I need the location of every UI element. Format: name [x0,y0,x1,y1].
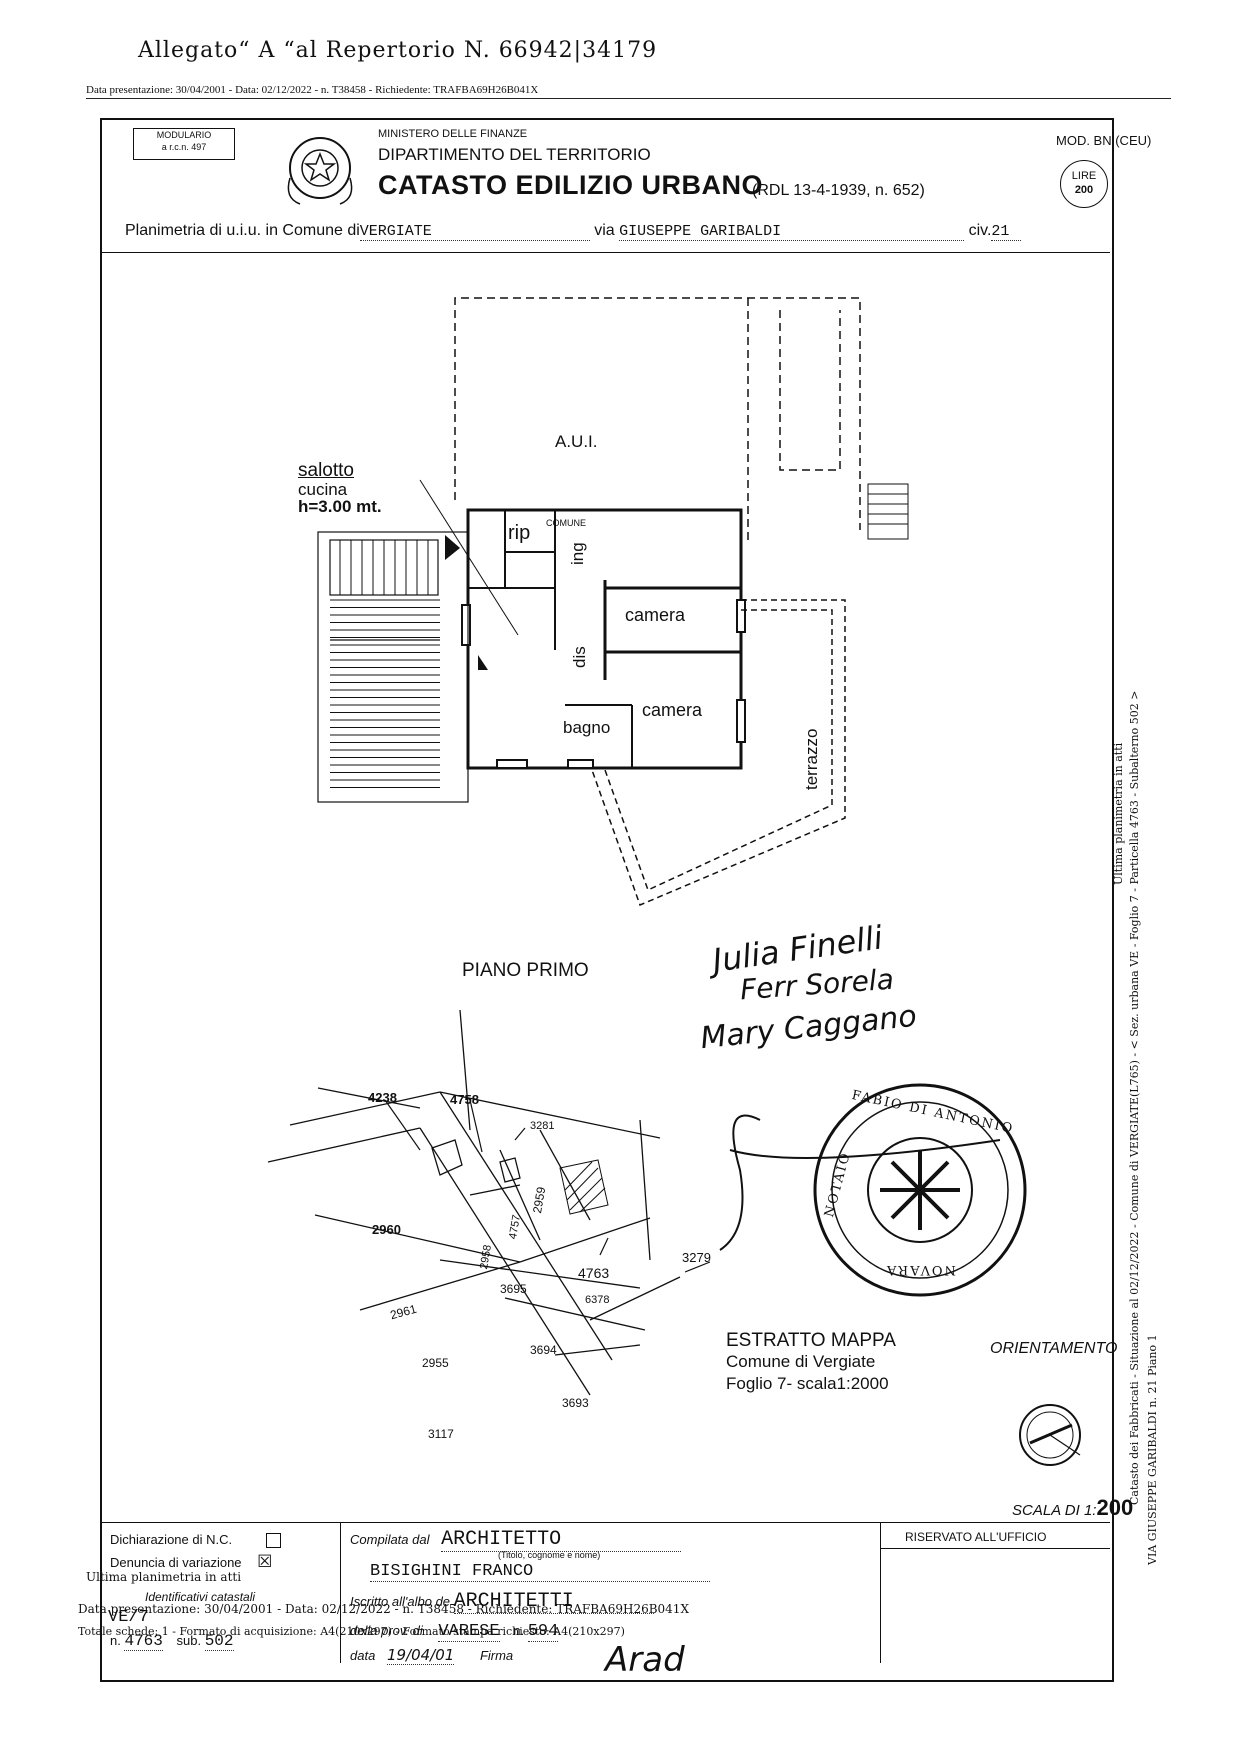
comune-room-label: COMUNE [546,518,586,528]
form-frame [100,118,1114,1682]
ing-label: ing [568,542,587,565]
civ-label: civ. [968,222,992,239]
lire-value: 200 [1074,184,1094,196]
footer-mid-box [340,1522,881,1663]
dichiarazione-label: Dichiarazione di N.C. [110,1532,233,1547]
orientation-label: ORIENTAMENTO [990,1340,1118,1357]
dis-label: dis [570,646,589,668]
civ-value: 21 [991,223,1022,241]
rip-label: rip [508,522,531,544]
denuncia-label: Denuncia di variazione [110,1555,242,1570]
scale-value: 200 [1096,1495,1134,1520]
drawing-frame [100,252,1110,1523]
ultima-label: Ultima planimetria in atti [86,1570,242,1584]
iscritto-value: ARCHITETTI [453,1590,654,1614]
modulario-label: MODULARIO [156,130,212,140]
footer-left-box [100,1522,341,1663]
form-title: CATASTO EDILIZIO URBANO [378,170,763,200]
floor-label: PIANO PRIMO [462,960,589,981]
law-reference: (RDL 13-4-1939, n. 652) [752,182,925,199]
lire-stamp: LIRE 200 [1060,160,1108,208]
riservato-rule [880,1548,1110,1549]
formato-line: Totale schede: 1 - Formato di acquisizio… [78,1625,625,1638]
side-text-2: VIA GIUSEPPE GARIBALDI n. 21 Piano 1 [1146,1334,1159,1565]
parcel-4763: 4763 [578,1265,610,1281]
parcel-3693: 3693 [562,1396,589,1410]
allegato-header: Allegato“ A “al Repertorio N. 66942|3417… [138,38,658,63]
sheet-code: VE/7 [108,1608,149,1627]
ministry-label: MINISTERO DELLE FINANZE [378,128,528,140]
presentation-line: Data presentazione: 30/04/2001 - Data: 0… [86,84,539,96]
compilata-label: Compilata dal [350,1532,430,1547]
parcel-3117: 3117 [428,1427,454,1441]
sub-value: 502 [204,1632,234,1651]
parcel-3694: 3694 [530,1343,557,1357]
map-comune: Comune di Vergiate [726,1352,876,1371]
planimetry-line: Planimetria di u.i.u. in Comune diVERGIA… [125,222,1022,241]
data-value: 19/04/01 [386,1646,455,1665]
map-foglio: Foglio 7- scala1:2000 [726,1374,889,1393]
stamp-text-bottom: NOVARA [885,1262,956,1277]
compilata-row: Compilata dal ARCHITETTO [350,1528,682,1552]
parcel-2955: 2955 [422,1356,449,1370]
comune-value: VERGIATE [359,223,590,241]
denuncia-row: Denuncia di variazione ☒ [110,1552,272,1572]
lire-label: LIRE [1071,170,1097,182]
titolo-hint: (Titolo, cognome e nome) [498,1550,601,1560]
sub-label: sub. [176,1633,202,1648]
terrazzo-label: terrazzo [802,728,821,790]
via-value: GIUSEPPE GARIBALDI [619,223,965,241]
camera-label-1: camera [625,605,686,625]
n-label: n. [110,1633,121,1648]
signature-4: Arad [605,1640,685,1680]
side-text-3: Ultima planimetria in atti [1112,742,1125,885]
num-value: 594 [527,1622,559,1642]
parcel-3279: 3279 [682,1250,711,1265]
department-label: DIPARTIMENTO DEL TERRITORIO [378,145,651,164]
map-title: ESTRATTO MAPPA [726,1330,896,1351]
cucina-label: cucina [298,480,348,499]
top-rule [86,98,1171,99]
variation-checkbox[interactable]: ☒ [257,1552,273,1571]
prov-row: della prov. di VARESE n. 594 [350,1622,559,1642]
identificativi-label: Identificativi catastali [145,1590,256,1604]
side-text-1: Catasto dei Fabbricati - Situazione al 0… [1128,690,1141,1505]
via-label: via [594,222,615,239]
parcel-6378: 6378 [585,1294,610,1306]
bagno-label: bagno [563,718,611,737]
presentation-overlay: Data presentazione: 30/04/2001 - Data: 0… [78,1602,689,1616]
iscritto-row: Iscritto all'albo de ARCHITETTI [350,1590,654,1614]
data-label: data [350,1648,376,1663]
prov-label: della prov. di [350,1623,423,1638]
nc-checkbox[interactable] [265,1533,281,1549]
height-label: h=3.00 mt. [298,497,382,516]
parcel-4758: 4758 [450,1092,479,1107]
footer-right-box [880,1522,1110,1663]
n-value: 4763 [124,1632,163,1651]
iscritto-label: Iscritto all'albo de [350,1594,451,1609]
scale-label: SCALA DI 1: [1012,1502,1097,1519]
aui-label: A.U.I. [555,432,598,451]
prov-value: VARESE [438,1622,500,1642]
dichiarazione-row: Dichiarazione di N.C. [110,1532,281,1549]
parcel-2960: 2960 [372,1222,401,1237]
compiler-name: BISIGHINI FRANCO [370,1562,710,1582]
parcel-3281: 3281 [530,1120,555,1132]
scale-row: SCALA DI 1:200 [1012,1495,1133,1521]
compilata-value: ARCHITETTO [441,1528,682,1552]
modulario-code: a r.c.n. 497 [161,142,207,152]
riservato-label: RISERVATO ALL'UFFICIO [905,1530,1047,1544]
parcel-3695: 3695 [500,1282,527,1296]
firma-label: Firma [479,1648,514,1663]
identifier-row: n. 4763 sub. 502 [110,1632,234,1651]
modulario-box: MODULARIO a r.c.n. 497 [133,128,235,160]
parcel-4238: 4238 [368,1090,397,1105]
camera-label-2: camera [642,700,703,720]
num-label: n. [513,1623,525,1638]
planimetry-prefix: Planimetria di u.i.u. in Comune di [125,222,360,239]
salotto-label: salotto [298,460,354,481]
date-row: data 19/04/01 Firma [350,1646,514,1665]
mod-code: MOD. BN (CEU) [1056,133,1152,148]
